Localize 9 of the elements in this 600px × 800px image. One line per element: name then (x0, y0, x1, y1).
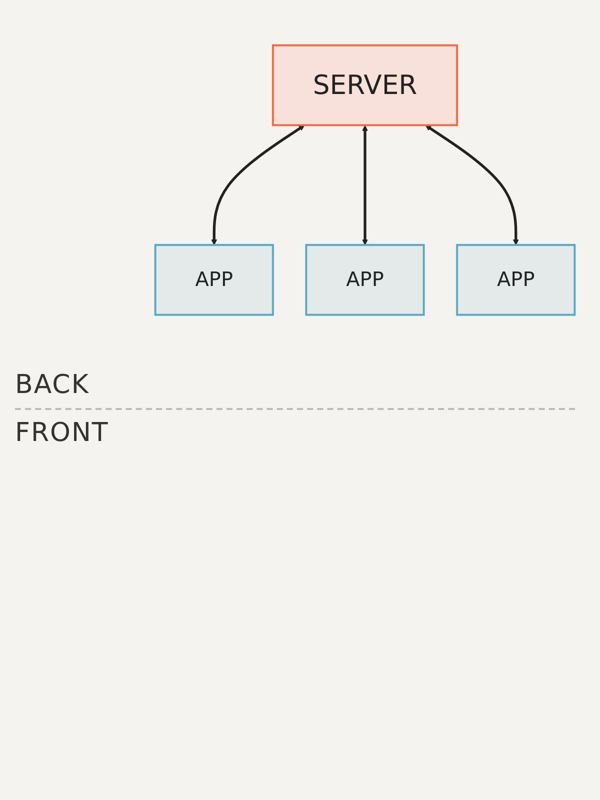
node-box: APP (456, 244, 576, 316)
node-box: SERVER (272, 44, 458, 126)
node-box: APP (154, 244, 274, 316)
side-label: FRONT (15, 418, 109, 448)
node-box: APP (305, 244, 425, 316)
arrow (211, 125, 305, 246)
side-label: BACK (15, 370, 90, 400)
arrow (425, 125, 519, 246)
arrow (362, 125, 368, 246)
